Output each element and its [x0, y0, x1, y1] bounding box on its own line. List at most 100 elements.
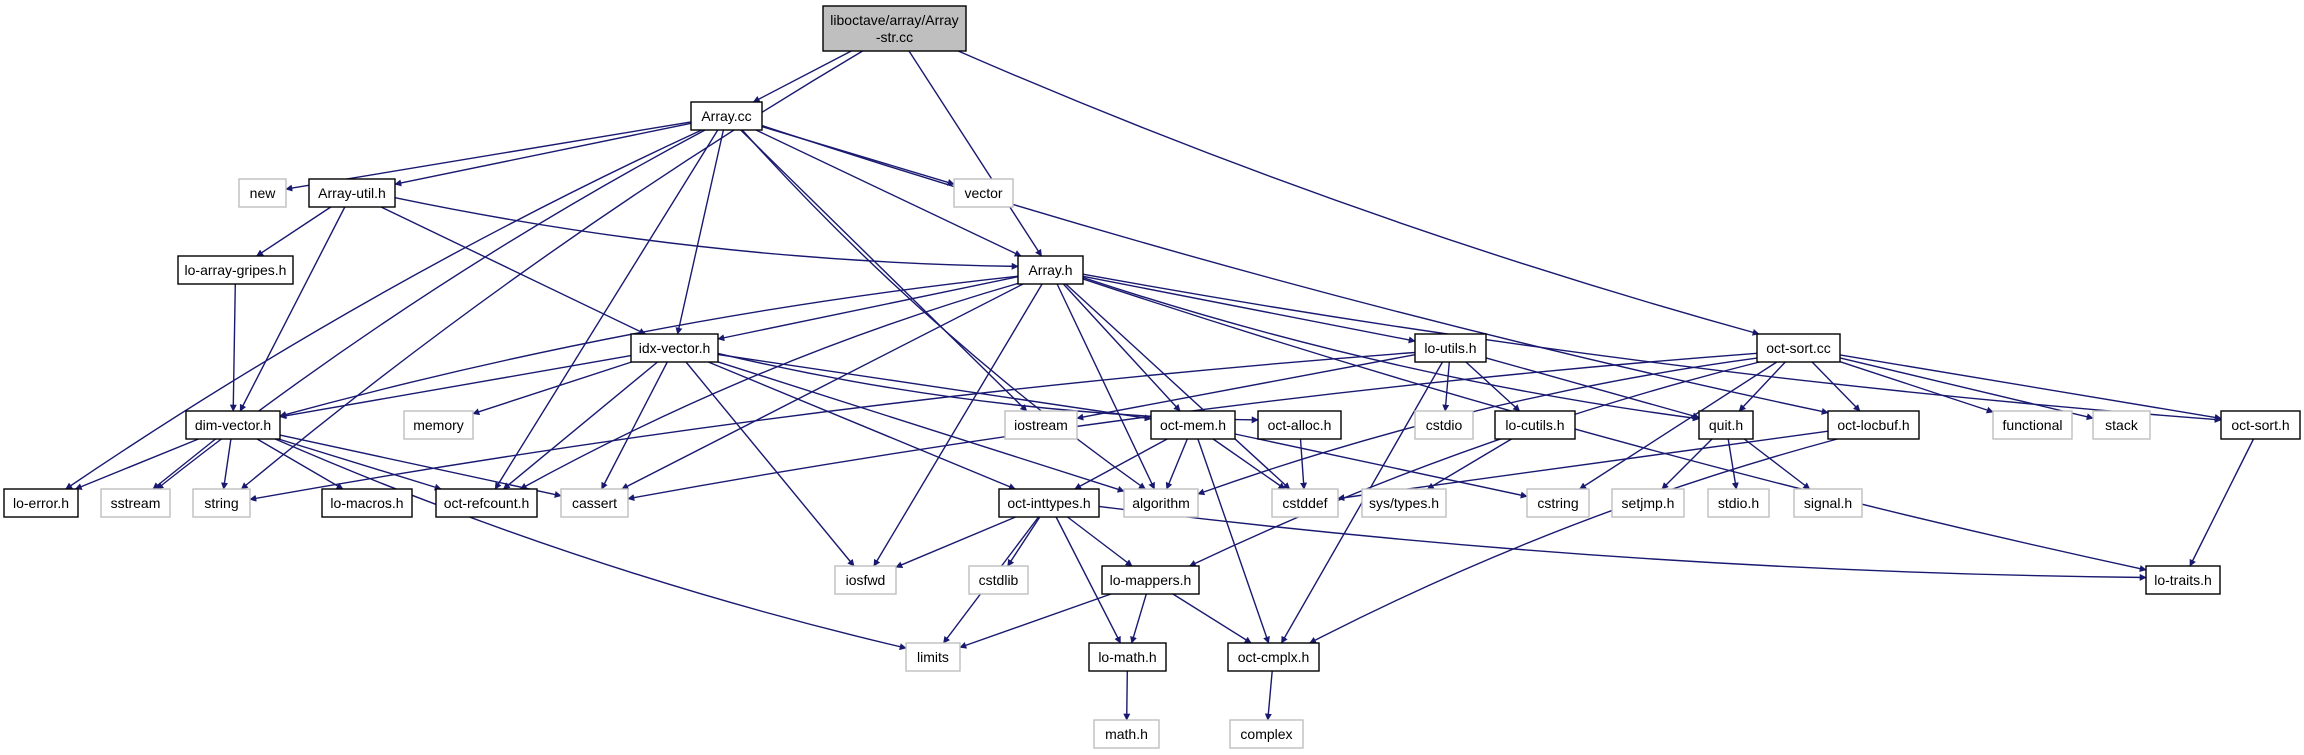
node-label: sys/types.h	[1369, 495, 1439, 511]
node-label: setjmp.h	[1622, 495, 1675, 511]
node-box	[1414, 410, 1474, 440]
node-box	[1793, 488, 1863, 518]
node-box	[185, 410, 281, 440]
node-iosfwd: iosfwd	[834, 565, 897, 595]
node-box	[1611, 488, 1685, 518]
node-box	[1004, 410, 1078, 440]
node-lo-macros-h[interactable]: lo-macros.h	[321, 488, 413, 518]
node-lo-utils-h[interactable]: lo-utils.h	[1414, 333, 1487, 363]
node-sstream: sstream	[100, 488, 171, 518]
edge-array-h-to-oct-mem-h	[1062, 283, 1181, 412]
node-box	[968, 565, 1029, 595]
edge-oct-mem-h-to-cstddef	[1212, 438, 1286, 490]
edge-oct-mem-h-to-algorithm	[1165, 438, 1188, 490]
node-label: oct-inttypes.h	[1007, 495, 1090, 511]
edge-array-cc-to-idx-vector-h	[675, 129, 725, 335]
edge-idx-vector-h-to-oct-refcount-h	[502, 361, 658, 490]
node-quit-h[interactable]: quit.h	[1698, 410, 1754, 440]
node-label: lo-array-gripes.h	[185, 262, 287, 278]
edge-lo-array-gripes-h-to-dim-vector-h	[229, 283, 237, 412]
node-box	[1229, 719, 1304, 749]
node-array-h[interactable]: Array.h	[1017, 255, 1084, 285]
node-box	[321, 488, 413, 518]
node-box	[1361, 488, 1447, 518]
edge-root-to-oct-sort-cc	[957, 50, 1760, 336]
edge-array-util-h-to-array-h	[394, 197, 1019, 270]
edge-oct-mem-h-to-cstring	[1234, 433, 1528, 499]
node-lo-error-h[interactable]: lo-error.h	[3, 488, 79, 518]
node-label: iostream	[1014, 417, 1068, 433]
node-lo-array-gripes-h[interactable]: lo-array-gripes.h	[177, 255, 294, 285]
node-cstring: cstring	[1526, 488, 1590, 518]
node-lo-mappers-h[interactable]: lo-mappers.h	[1101, 565, 1200, 595]
edge-array-cc-to-algorithm	[741, 129, 1146, 490]
node-label: oct-sort.cc	[1766, 340, 1831, 356]
node-dim-vector-h[interactable]: dim-vector.h	[185, 410, 281, 440]
node-label: signal.h	[1804, 495, 1852, 511]
edge-oct-mem-h-to-oct-inttypes-h	[1074, 438, 1168, 490]
edge-idx-vector-h-to-oct-inttypes-h	[708, 361, 1016, 490]
node-label: lo-traits.h	[2154, 572, 2212, 588]
node-label: stdio.h	[1718, 495, 1759, 511]
node-label: cassert	[572, 495, 617, 511]
node-box	[1271, 488, 1339, 518]
node-oct-sort-h[interactable]: oct-sort.h	[2220, 410, 2301, 440]
node-oct-refcount-h[interactable]: oct-refcount.h	[435, 488, 538, 518]
node-array-cc[interactable]: Array.cc	[690, 101, 763, 131]
node-oct-inttypes-h[interactable]: oct-inttypes.h	[998, 488, 1100, 518]
edge-oct-inttypes-h-to-cstdlib	[1007, 516, 1041, 567]
node-label: oct-refcount.h	[444, 495, 530, 511]
node-label: oct-locbuf.h	[1837, 417, 1909, 433]
edge-idx-vector-h-to-iosfwd	[685, 361, 855, 567]
node-box	[1123, 488, 1199, 518]
node-oct-sort-cc[interactable]: oct-sort.cc	[1756, 333, 1841, 363]
node-label: lo-math.h	[1098, 649, 1156, 665]
node-label: complex	[1240, 726, 1292, 742]
node-box	[953, 178, 1014, 208]
node-idx-vector-h[interactable]: idx-vector.h	[630, 333, 719, 363]
edge-oct-inttypes-h-to-lo-math-h	[1055, 516, 1122, 644]
node-box	[834, 565, 897, 595]
node-box	[192, 488, 251, 518]
node-label: lo-macros.h	[330, 495, 403, 511]
edge-root-to-array-cc	[752, 50, 852, 103]
node-oct-mem-h[interactable]: oct-mem.h	[1150, 410, 1236, 440]
edge-array-cc-to-oct-locbuf-h	[761, 124, 1829, 415]
node-root[interactable]: liboctave/array/Array-str.cc	[822, 5, 967, 52]
node-label: algorithm	[1132, 495, 1190, 511]
node-array-util-h[interactable]: Array-util.h	[308, 178, 396, 208]
node-memory: memory	[403, 410, 474, 440]
node-box	[560, 488, 629, 518]
node-label: iosfwd	[846, 572, 886, 588]
edge-dim-vector-h-to-sstream	[152, 438, 216, 490]
edge-array-h-to-oct-refcount-h	[519, 282, 1019, 490]
edge-quit-h-to-stdio-h	[1727, 438, 1739, 490]
edge-root-to-array-h	[908, 50, 1043, 257]
node-oct-alloc-h[interactable]: oct-alloc.h	[1257, 410, 1342, 440]
node-label: string	[204, 495, 238, 511]
edge-array-cc-to-array-util-h	[394, 122, 692, 187]
node-lo-traits-h[interactable]: lo-traits.h	[2145, 565, 2221, 595]
edge-oct-mem-h-to-oct-cmplx-h	[1197, 438, 1270, 644]
edge-oct-sort-cc-to-oct-sort-h	[1839, 354, 2222, 421]
edge-lo-cutils-h-to-sys-types-h	[1426, 438, 1512, 490]
node-box	[238, 178, 287, 208]
node-cassert: cassert	[560, 488, 629, 518]
node-oct-cmplx-h[interactable]: oct-cmplx.h	[1227, 642, 1320, 672]
node-box	[998, 488, 1100, 518]
edge-array-h-to-iosfwd	[873, 283, 1043, 567]
node-lo-cutils-h[interactable]: lo-cutils.h	[1494, 410, 1576, 440]
node-box	[630, 333, 719, 363]
edge-array-h-to-algorithm	[1056, 283, 1156, 490]
edge-lo-mappers-h-to-limits	[959, 593, 1112, 649]
node-box	[1017, 255, 1084, 285]
node-lo-math-h[interactable]: lo-math.h	[1088, 642, 1167, 672]
edge-dim-vector-h-to-string	[221, 438, 232, 490]
node-box	[1992, 410, 2073, 440]
edge-dim-vector-h-to-oct-refcount-h	[278, 438, 442, 491]
node-stdio-h: stdio.h	[1707, 488, 1770, 518]
edge-dim-vector-h-to-lo-macros-h	[256, 438, 344, 490]
node-oct-locbuf-h[interactable]: oct-locbuf.h	[1827, 410, 1920, 440]
